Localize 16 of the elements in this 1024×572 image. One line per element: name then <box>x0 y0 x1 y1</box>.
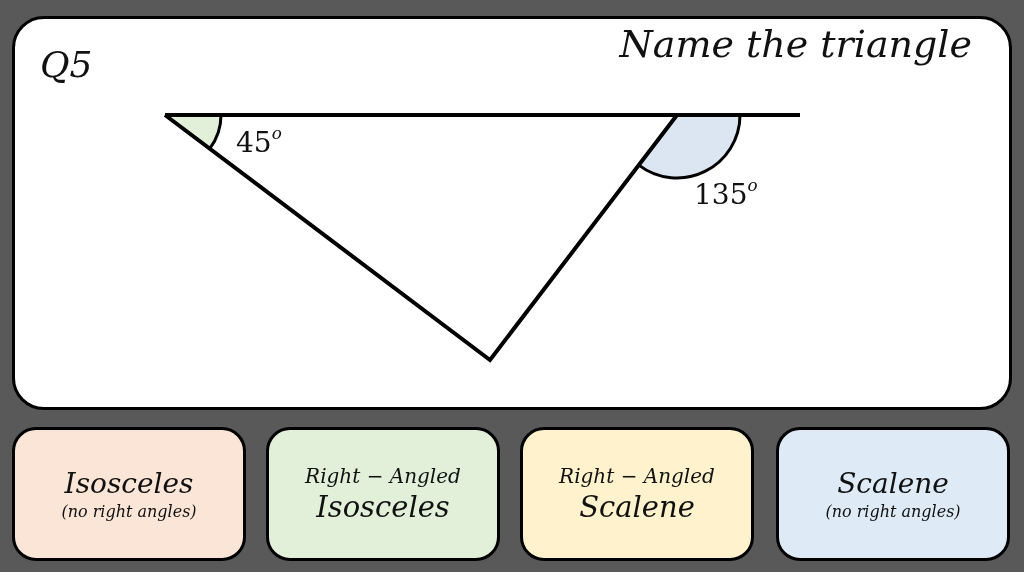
title: Name the triangle <box>619 22 972 66</box>
answer-note: (no right angles) <box>825 502 961 521</box>
answer-card <box>12 427 246 561</box>
answer-card <box>776 427 1010 561</box>
question-number: Q5 <box>40 44 93 85</box>
answer-note: Right − Angled <box>305 464 461 488</box>
angle-label: 45$^{o}$ <box>236 126 282 159</box>
answer-card <box>520 427 754 561</box>
answer-text: Isosceles <box>64 467 194 500</box>
answer-text: Isosceles <box>316 490 450 524</box>
angle-label: 135$^{o}$ <box>694 178 758 211</box>
answer-note: Right − Angled <box>559 464 715 488</box>
answer-card <box>266 427 500 561</box>
answer-note: (no right angles) <box>61 502 197 521</box>
answer-text: Scalene <box>579 490 695 524</box>
answer-text: Scalene <box>837 467 949 500</box>
